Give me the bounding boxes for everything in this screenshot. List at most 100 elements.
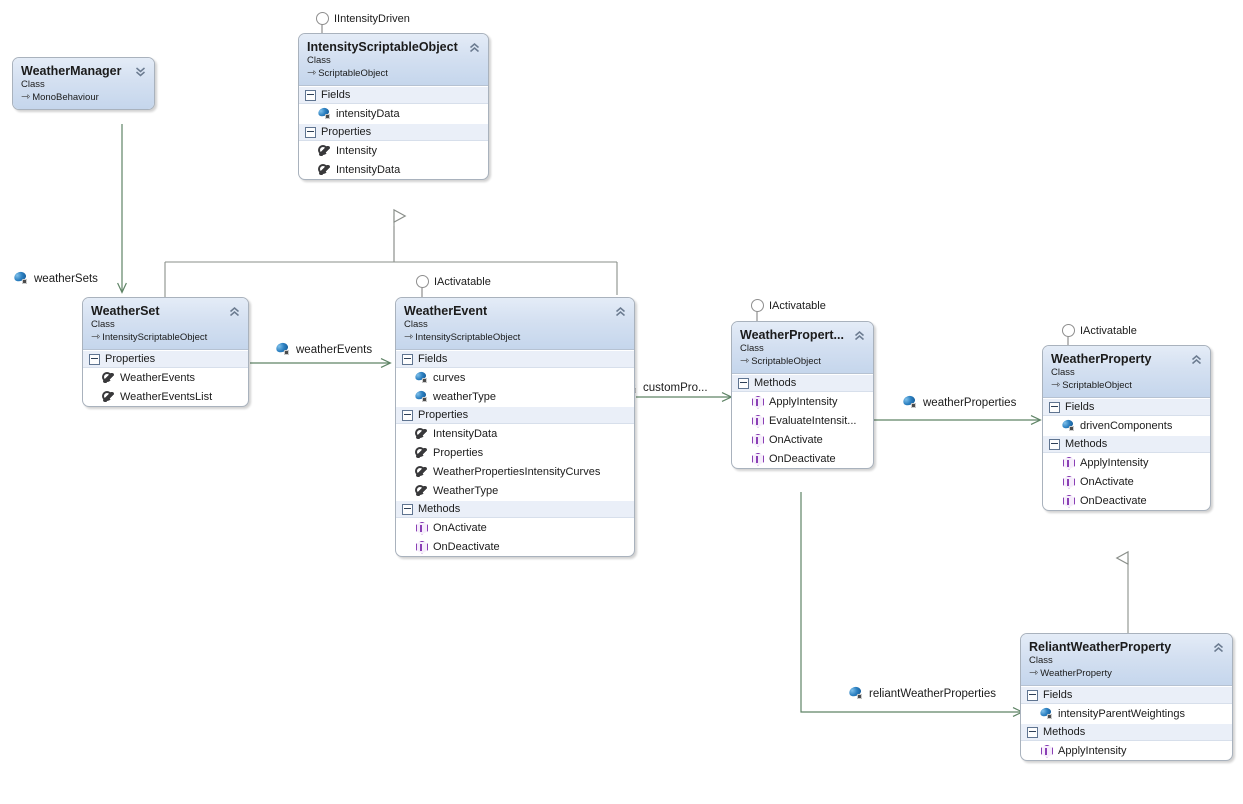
method-icon bbox=[1039, 744, 1057, 758]
member-row[interactable]: OnActivate bbox=[732, 430, 873, 449]
member-row[interactable]: EvaluateIntensit... bbox=[732, 411, 873, 430]
compartment-title: Fields bbox=[1065, 401, 1095, 413]
property-icon bbox=[414, 427, 432, 441]
collapse-box-icon[interactable] bbox=[1049, 438, 1060, 450]
inherits-arrow-icon: ⇾ bbox=[740, 355, 750, 367]
class-base-type: ⇾WeatherProperty bbox=[1029, 667, 1112, 679]
compartment-header-properties[interactable]: Properties bbox=[396, 406, 634, 424]
member-name: OnActivate bbox=[1080, 475, 1134, 488]
class-stereotype: Class bbox=[307, 55, 331, 66]
lollipop-iintensitydriven[interactable]: IIntensityDriven bbox=[316, 12, 410, 25]
expand-collapse-chevron-icon[interactable] bbox=[228, 305, 241, 318]
member-row[interactable]: WeatherEventsList bbox=[83, 387, 248, 406]
class-box-weather-event[interactable]: WeatherEvent Class ⇾IntensityScriptableO… bbox=[395, 297, 635, 557]
collapse-box-icon[interactable] bbox=[1027, 689, 1038, 701]
expand-collapse-chevron-icon[interactable] bbox=[614, 305, 627, 318]
lollipop-iactivatable-weather-property[interactable]: IActivatable bbox=[1062, 324, 1137, 337]
field-icon bbox=[903, 396, 917, 409]
lollipop-iactivatable-weather-properties[interactable]: IActivatable bbox=[751, 299, 826, 312]
member-row[interactable]: intensityData bbox=[299, 104, 488, 123]
member-row[interactable]: intensityParentWeightings bbox=[1021, 704, 1232, 723]
member-name: WeatherEventsList bbox=[120, 390, 213, 403]
lollipop-iactivatable-weather-event[interactable]: IActivatable bbox=[416, 275, 491, 288]
collapse-box-icon[interactable] bbox=[738, 377, 749, 389]
member-row[interactable]: drivenComponents bbox=[1043, 416, 1210, 435]
class-box-weather-set[interactable]: WeatherSet Class ⇾IntensityScriptableObj… bbox=[82, 297, 249, 407]
member-row[interactable]: ApplyIntensity bbox=[1043, 453, 1210, 472]
member-row[interactable]: Properties bbox=[396, 443, 634, 462]
class-stereotype: Class bbox=[404, 319, 428, 330]
interface-circle-icon bbox=[416, 275, 429, 288]
member-row[interactable]: curves bbox=[396, 368, 634, 387]
member-row[interactable]: OnDeactivate bbox=[732, 449, 873, 468]
expand-collapse-chevron-icon[interactable] bbox=[468, 41, 481, 54]
member-row[interactable]: Intensity bbox=[299, 141, 488, 160]
compartment-header-fields[interactable]: Fields bbox=[1043, 398, 1210, 416]
collapse-box-icon[interactable] bbox=[305, 126, 316, 138]
member-row[interactable]: OnActivate bbox=[396, 518, 634, 537]
collapse-box-icon[interactable] bbox=[402, 409, 413, 421]
collapse-box-icon[interactable] bbox=[89, 353, 100, 365]
member-row[interactable]: ApplyIntensity bbox=[1021, 741, 1232, 760]
class-name: ReliantWeatherProperty bbox=[1029, 640, 1172, 654]
collapse-box-icon[interactable] bbox=[402, 503, 413, 515]
class-box-weather-manager[interactable]: WeatherManager Class ⇾MonoBehaviour bbox=[12, 57, 155, 110]
collapse-box-icon[interactable] bbox=[402, 353, 413, 365]
expand-collapse-chevron-icon[interactable] bbox=[1190, 353, 1203, 366]
compartment-header-methods[interactable]: Methods bbox=[1021, 723, 1232, 741]
compartment-header-fields[interactable]: Fields bbox=[299, 86, 488, 104]
member-row[interactable]: WeatherEvents bbox=[83, 368, 248, 387]
collapse-box-icon[interactable] bbox=[1027, 726, 1038, 738]
interface-circle-icon bbox=[1062, 324, 1075, 337]
association-reliant-weather-properties bbox=[800, 492, 1024, 717]
member-row[interactable]: OnDeactivate bbox=[1043, 491, 1210, 510]
inheritance-to-intensity-scriptable-object bbox=[164, 216, 618, 299]
class-stereotype: Class bbox=[21, 79, 45, 90]
field-icon bbox=[317, 107, 335, 121]
member-name: drivenComponents bbox=[1080, 419, 1173, 432]
field-icon bbox=[849, 687, 863, 700]
class-name: WeatherSet bbox=[91, 304, 160, 318]
collapse-box-icon[interactable] bbox=[305, 89, 316, 101]
compartment-title: Methods bbox=[1065, 438, 1108, 450]
interface-label: IActivatable bbox=[1080, 324, 1137, 337]
expand-collapse-chevron-icon[interactable] bbox=[134, 65, 147, 78]
property-icon bbox=[101, 390, 119, 404]
class-header: WeatherProperty Class ⇾ScriptableObject bbox=[1043, 346, 1210, 398]
property-icon bbox=[414, 465, 432, 479]
compartment-title: Methods bbox=[754, 377, 797, 389]
member-name: IntensityData bbox=[433, 427, 498, 440]
method-icon bbox=[750, 395, 768, 409]
member-row[interactable]: WeatherType bbox=[396, 481, 634, 500]
class-box-reliant-weather-property[interactable]: ReliantWeatherProperty Class ⇾WeatherPro… bbox=[1020, 633, 1233, 761]
member-name: weatherType bbox=[433, 390, 496, 403]
member-name: IntensityData bbox=[336, 163, 401, 176]
member-row[interactable]: IntensityData bbox=[299, 160, 488, 179]
compartment-header-methods[interactable]: Methods bbox=[396, 500, 634, 518]
member-row[interactable]: IntensityData bbox=[396, 424, 634, 443]
compartment-header-fields[interactable]: Fields bbox=[396, 350, 634, 368]
compartment-header-properties[interactable]: Properties bbox=[83, 350, 248, 368]
member-row[interactable]: OnActivate bbox=[1043, 472, 1210, 491]
field-icon bbox=[276, 343, 290, 356]
inherits-arrow-icon: ⇾ bbox=[404, 331, 414, 343]
class-box-intensity-scriptable-object[interactable]: IntensityScriptableObject Class ⇾Scripta… bbox=[298, 33, 489, 180]
member-row[interactable]: WeatherPropertiesIntensityCurves bbox=[396, 462, 634, 481]
association-label-text: customPro... bbox=[643, 381, 708, 394]
compartment-header-methods[interactable]: Methods bbox=[732, 374, 873, 392]
class-box-weather-properties[interactable]: WeatherPropert... Class ⇾ScriptableObjec… bbox=[731, 321, 874, 469]
inherits-arrow-icon: ⇾ bbox=[91, 331, 101, 343]
collapse-box-icon[interactable] bbox=[1049, 401, 1060, 413]
interface-label: IActivatable bbox=[434, 275, 491, 288]
member-row[interactable]: OnDeactivate bbox=[396, 537, 634, 556]
compartment-header-fields[interactable]: Fields bbox=[1021, 686, 1232, 704]
expand-collapse-chevron-icon[interactable] bbox=[1212, 641, 1225, 654]
expand-collapse-chevron-icon[interactable] bbox=[853, 329, 866, 342]
compartment-header-methods[interactable]: Methods bbox=[1043, 435, 1210, 453]
class-box-weather-property[interactable]: WeatherProperty Class ⇾ScriptableObject … bbox=[1042, 345, 1211, 511]
member-row[interactable]: weatherType bbox=[396, 387, 634, 406]
member-row[interactable]: ApplyIntensity bbox=[732, 392, 873, 411]
compartment-header-properties[interactable]: Properties bbox=[299, 123, 488, 141]
member-name: ApplyIntensity bbox=[769, 395, 838, 408]
